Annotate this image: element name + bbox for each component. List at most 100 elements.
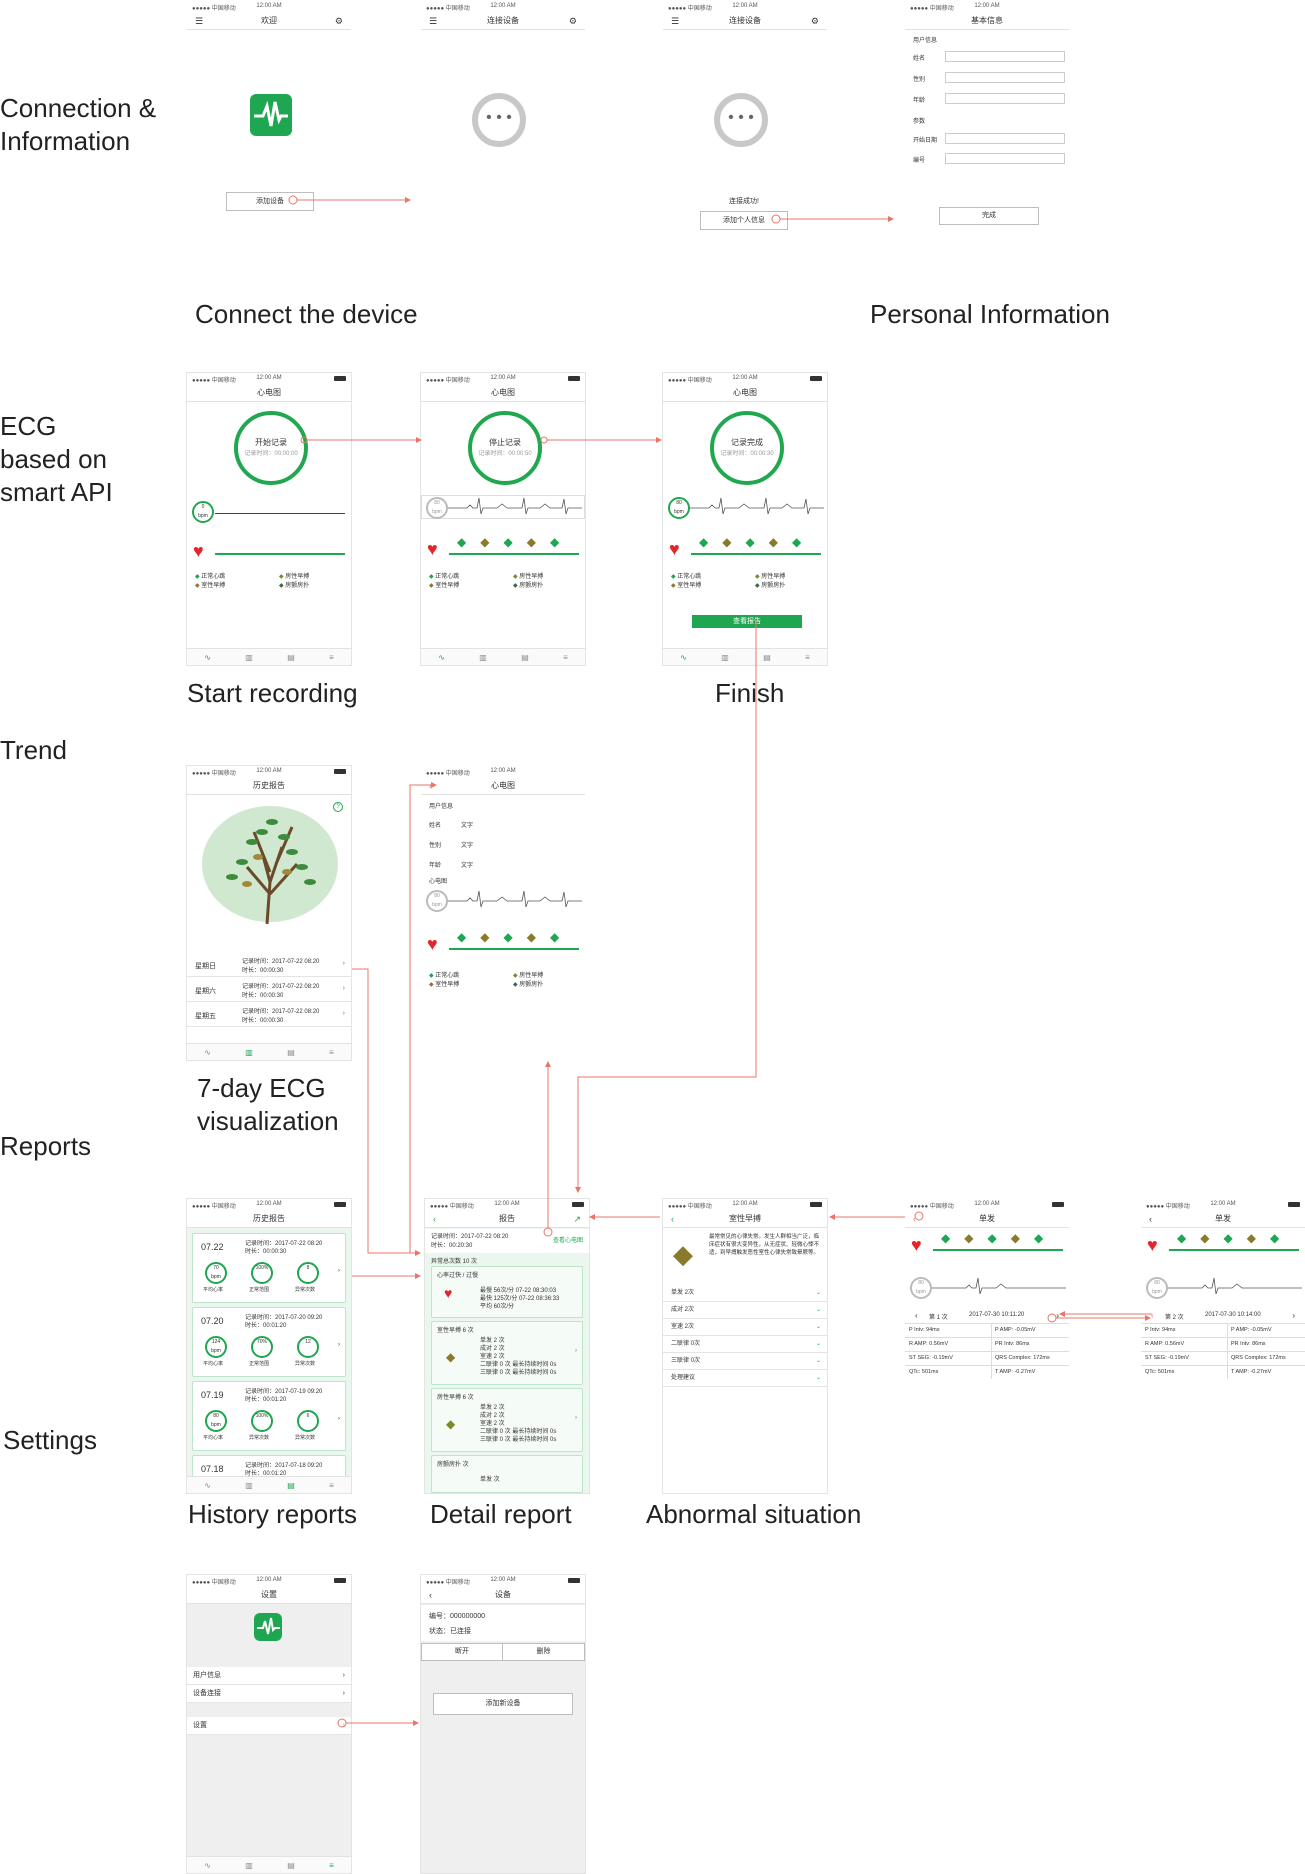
legend-atrial: ◆ 房性早搏 — [513, 973, 544, 979]
chevron-right-icon: › — [342, 985, 345, 992]
rate-card[interactable]: 心率过快 / 过慢 ♥ 最慢 56次/分 07-22 08:30:03 最快 1… — [431, 1266, 583, 1318]
menu-icon[interactable]: ☰ — [429, 16, 438, 26]
age-field[interactable] — [945, 93, 1065, 104]
param-left: R AMP: 0.56mV — [1145, 1341, 1185, 1347]
delete-button[interactable]: 删除 — [502, 1643, 585, 1661]
add-device-button[interactable]: 添加设备 — [226, 192, 314, 211]
gear-icon[interactable]: ⚙ — [810, 16, 819, 26]
view-ecg-link[interactable]: 查看心电图 — [552, 1238, 583, 1244]
back-icon[interactable]: ‹ — [671, 1214, 674, 1224]
tab-report[interactable]: ▤ — [287, 1480, 295, 1490]
stop-button[interactable]: 停止记录 记录时间：00:00:50 — [468, 411, 542, 485]
start-date-field[interactable] — [945, 133, 1065, 144]
tab-ecg[interactable]: ∿ — [204, 652, 211, 662]
af-card[interactable]: 房颤房扑 次 单发 次 — [431, 1455, 583, 1493]
abnormal-row[interactable]: 二联律 0次⌄ — [663, 1336, 827, 1353]
back-icon[interactable]: ‹ — [1149, 1214, 1152, 1224]
abnormal-row[interactable]: 处理建议⌄ — [663, 1370, 827, 1387]
tab-menu[interactable]: ≡ — [329, 1860, 334, 1870]
gender-field[interactable] — [945, 72, 1065, 83]
legend-atrial: ◆ 房性早搏 — [513, 574, 544, 580]
tab-report[interactable]: ▤ — [287, 652, 295, 662]
record-button[interactable]: 开始记录 记录时间：00:00:00 — [234, 411, 308, 485]
nav-title: 历史报告 — [253, 1214, 285, 1223]
tab-chart[interactable]: ▥ — [721, 652, 729, 662]
item-time: 记录时间：2017-07-22 08:20 — [245, 1241, 323, 1247]
code-field[interactable] — [945, 153, 1065, 164]
add-info-button[interactable]: 添加个人信息 — [700, 211, 788, 230]
chevron-right-icon: › — [338, 1416, 340, 1422]
tab-menu[interactable]: ≡ — [805, 652, 810, 662]
gear-icon[interactable]: ⚙ — [334, 16, 343, 26]
tab-bar: ∿ ▥ ▤ ≡ — [187, 1856, 351, 1873]
menu-icon[interactable]: ☰ — [195, 16, 204, 26]
tab-chart[interactable]: ▥ — [245, 1860, 253, 1870]
tab-ecg[interactable]: ∿ — [204, 1860, 211, 1870]
share-icon[interactable]: ↗ — [573, 1214, 581, 1224]
tab-ecg[interactable]: ∿ — [680, 652, 687, 662]
disconnect-button[interactable]: 断开 — [421, 1643, 503, 1661]
heart-icon: ♥ — [444, 1285, 453, 1301]
carrier-label: ●●●●● 中国移动 — [192, 1204, 236, 1210]
time-label: 12:00 AM — [490, 375, 516, 381]
abnormal-row[interactable]: 三联律 0次⌄ — [663, 1353, 827, 1370]
tab-menu[interactable]: ≡ — [563, 652, 568, 662]
nav-title: 心电图 — [491, 781, 515, 790]
row-day: 星期日 — [195, 963, 216, 970]
tab-ecg[interactable]: ∿ — [438, 652, 445, 662]
trend-row[interactable]: 星期五 记录时间：2017-07-22 08:20 时长：00:00:30 › — [187, 1004, 351, 1027]
record-label: 停止记录 — [489, 438, 521, 447]
trend-row[interactable]: 星期六 记录时间：2017-07-22 08:20 时长：00:00:30 › — [187, 979, 351, 1002]
time-label: 12:00 AM — [490, 768, 516, 774]
tab-menu[interactable]: ≡ — [329, 652, 334, 662]
tab-report[interactable]: ▤ — [521, 652, 529, 662]
tab-chart[interactable]: ▥ — [245, 1480, 253, 1490]
tab-report[interactable]: ▤ — [763, 652, 771, 662]
group-label: 用户信息 — [429, 804, 454, 810]
view-report-button[interactable]: 查看报告 — [692, 615, 802, 628]
tab-report[interactable]: ▤ — [287, 1860, 295, 1870]
row-label: 二联律 0次 — [671, 1341, 701, 1347]
next-icon[interactable]: › — [1292, 1311, 1295, 1320]
abnormal-row[interactable]: 室速 2次⌄ — [663, 1319, 827, 1336]
settings-item-user[interactable]: 用户信息› — [187, 1667, 351, 1685]
done-button[interactable]: 完成 — [939, 207, 1039, 225]
back-icon[interactable]: ‹ — [433, 1214, 436, 1224]
abnormal-row[interactable]: 单发 2次⌄ — [663, 1285, 827, 1302]
tab-ecg[interactable]: ∿ — [204, 1047, 211, 1057]
tab-menu[interactable]: ≡ — [329, 1480, 334, 1490]
menu-icon[interactable]: ☰ — [671, 16, 680, 26]
name-field[interactable] — [945, 51, 1065, 62]
legend-ventricular: ◆ 室性早搏 — [429, 583, 460, 589]
back-icon[interactable]: ‹ — [913, 1214, 916, 1224]
prev-icon[interactable]: ‹ — [915, 1311, 918, 1320]
back-icon[interactable]: ‹ — [429, 1590, 432, 1600]
abnormal-row[interactable]: 成对 2次⌄ — [663, 1302, 827, 1319]
item-date: 07.20 — [201, 1316, 224, 1326]
back-icon[interactable]: ‹ — [429, 781, 432, 791]
gear-icon[interactable]: ⚙ — [568, 16, 577, 26]
tab-chart[interactable]: ▥ — [245, 1047, 253, 1057]
settings-item-settings[interactable]: 设置› — [187, 1717, 351, 1735]
settings-item-device[interactable]: 设备连接› — [187, 1685, 351, 1703]
next-icon[interactable]: › — [1056, 1311, 1059, 1320]
tab-chart[interactable]: ▥ — [479, 652, 487, 662]
atrial-card[interactable]: 房性早搏 6 次 ◆ 单发 2 次成对 2 次室速 2 次二联律 0 次 最长持… — [431, 1388, 583, 1452]
tab-report[interactable]: ▤ — [287, 1047, 295, 1057]
ventricular-card[interactable]: 室性早搏 6 次 ◆ 单发 2 次成对 2 次室速 2 次二联律 0 次 最长持… — [431, 1321, 583, 1385]
prev-icon[interactable]: ‹ — [1151, 1311, 1154, 1320]
tab-chart[interactable]: ▥ — [245, 652, 253, 662]
add-new-device-button[interactable]: 添加新设备 — [433, 1693, 573, 1715]
help-icon[interactable]: ? — [333, 802, 343, 812]
carrier-label: ●●●●● 中国移动 — [1146, 1204, 1190, 1210]
tab-menu[interactable]: ≡ — [329, 1047, 334, 1057]
trend-row[interactable]: 星期日 记录时间：2017-07-22 08:20 时长：00:00:30 › — [187, 954, 351, 977]
tab-ecg[interactable]: ∿ — [204, 1480, 211, 1490]
